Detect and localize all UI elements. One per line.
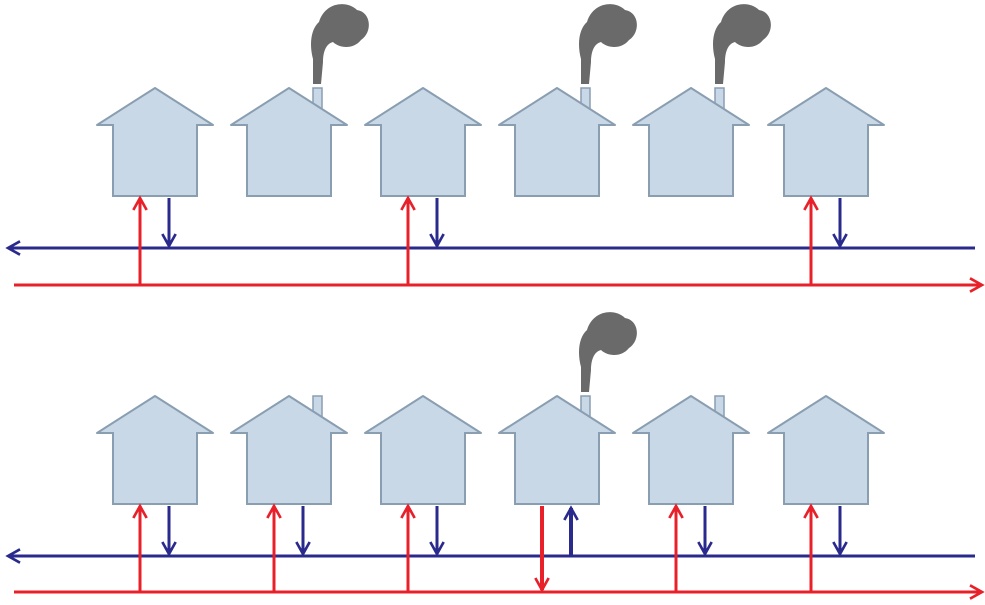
house-body — [380, 432, 466, 505]
house-body — [246, 124, 332, 197]
house — [498, 4, 637, 197]
house — [498, 312, 637, 505]
house — [364, 395, 482, 505]
house-body — [783, 124, 869, 197]
house — [96, 395, 214, 505]
house-roof — [96, 87, 214, 126]
house — [230, 4, 369, 197]
house-roof — [230, 395, 348, 434]
house-roof — [767, 395, 885, 434]
house-body — [514, 432, 600, 505]
house-body — [648, 124, 734, 197]
house — [767, 395, 885, 505]
house-roof — [498, 395, 616, 434]
house-roof — [767, 87, 885, 126]
house-roof — [498, 87, 616, 126]
house-body — [112, 124, 198, 197]
house — [632, 395, 750, 505]
house — [230, 395, 348, 505]
house-body — [246, 432, 332, 505]
row-top — [8, 4, 982, 285]
house-roof — [364, 87, 482, 126]
smoke-plume — [579, 312, 637, 392]
house — [767, 87, 885, 197]
house — [96, 87, 214, 197]
house-body — [112, 432, 198, 505]
smoke-icon — [579, 4, 637, 84]
house-body — [514, 124, 600, 197]
house-roof — [364, 395, 482, 434]
smoke-plume — [311, 4, 369, 84]
row-bottom — [8, 312, 982, 592]
smoke-icon — [311, 4, 369, 84]
smoke-plume — [713, 4, 771, 84]
house-body — [783, 432, 869, 505]
smoke-icon — [713, 4, 771, 84]
house-body — [380, 124, 466, 197]
smoke-plume — [579, 4, 637, 84]
house-roof — [230, 87, 348, 126]
house — [364, 87, 482, 197]
house-roof — [96, 395, 214, 434]
house-roof — [632, 87, 750, 126]
house-roof — [632, 395, 750, 434]
house — [632, 4, 771, 197]
house-body — [648, 432, 734, 505]
smoke-icon — [579, 312, 637, 392]
